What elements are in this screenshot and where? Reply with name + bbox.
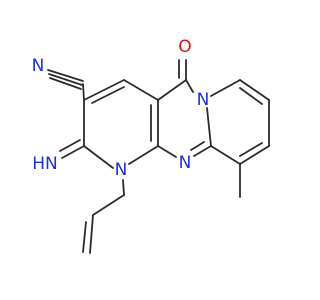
ring-n-bridge-label: N [197, 90, 210, 110]
c11a-n11-bond [193, 145, 212, 157]
atom-labels: N O N N N HN [32, 37, 210, 180]
oxygen-label: O [178, 37, 191, 57]
c9-c10-double [239, 142, 263, 157]
c11a-n11-double [190, 141, 205, 151]
n6-c7-bond [210, 79, 241, 97]
c10-c11a-bond [210, 145, 241, 165]
n6-c11a-bond [206, 107, 212, 147]
allyl-ch-ch2 [89, 214, 94, 254]
bonds [47, 59, 270, 254]
c3-cn-bond [82, 83, 85, 101]
ring-n-allyl-label: N [115, 160, 128, 180]
c2-imino-double [59, 139, 81, 152]
c3-c4-bond [83, 79, 125, 101]
c5-n6-bond [185, 79, 194, 93]
c4-c4a-bond [123, 79, 159, 101]
nitrile-bond-1 [47, 69, 84, 82]
c7-c8-double [239, 87, 263, 105]
nitrile-n-label: N [32, 56, 45, 76]
c9-c10-bond [239, 145, 270, 165]
molecule-structure-diagram: N O N N N HN [32, 37, 270, 254]
c4a-c5-bond [157, 79, 187, 101]
allyl-double [82, 221, 87, 253]
c3-c4-double [91, 86, 125, 104]
n11-c10a-bond [157, 145, 177, 158]
nitrile-bond-2 [48, 73, 83, 86]
nitrile-bond-3 [49, 77, 82, 90]
n1-c2-bond [83, 145, 114, 169]
c2-imino-bond [61, 145, 85, 159]
c7-c8-bond [239, 79, 270, 101]
n1-allyl-bond [122, 179, 125, 196]
allyl-ch2-ch [92, 194, 125, 216]
ring-n-lower-label: N [179, 153, 192, 173]
imino-hn-label: HN [32, 154, 58, 174]
c10a-n1-bond [128, 145, 159, 165]
